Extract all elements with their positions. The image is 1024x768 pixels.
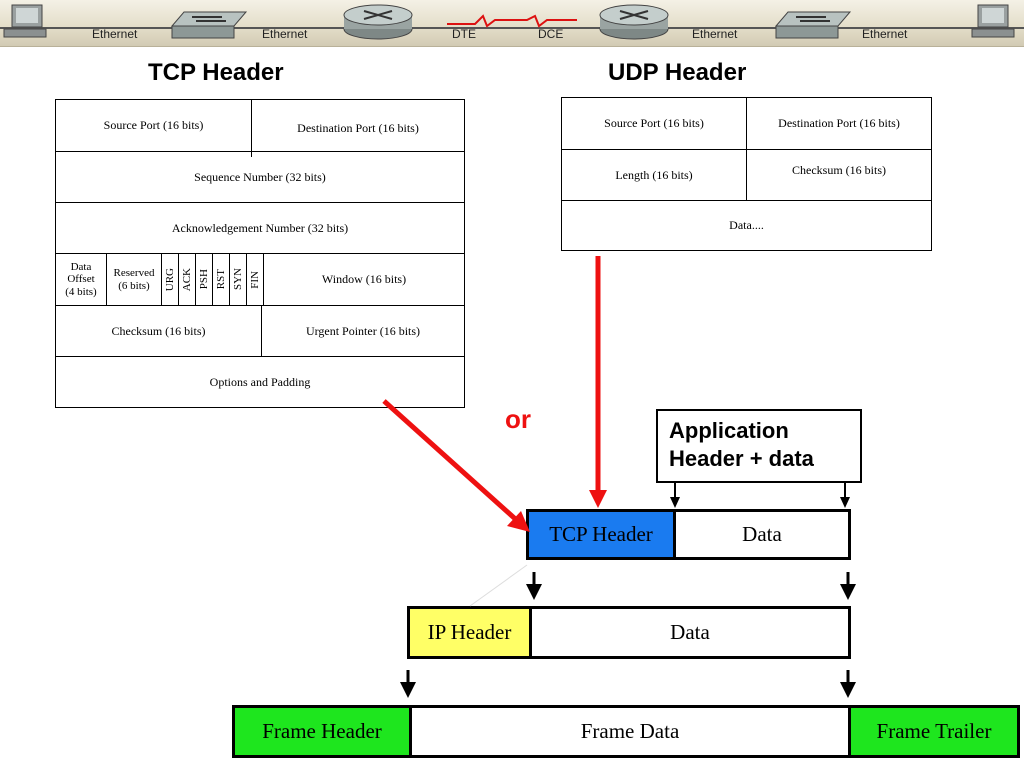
banner-link-line	[0, 27, 1024, 29]
banner-label-ethernet-3: Ethernet	[692, 27, 738, 41]
app-arrowhead-left	[670, 497, 680, 508]
application-line-2: Header + data	[669, 446, 814, 471]
tcp-header-table: Source Port (16 bits) Destination Port (…	[55, 99, 465, 408]
tcp-ack-number: Acknowledgement Number (32 bits)	[56, 202, 464, 253]
banner-label-dte: DTE	[452, 27, 476, 41]
frame-trailer-box: Frame Trailer	[848, 705, 1020, 758]
udp-source-port: Source Port (16 bits)	[604, 116, 704, 130]
application-header-box: Application Header + data	[656, 409, 862, 483]
tcp-sequence-number: Sequence Number (32 bits)	[56, 151, 464, 202]
udp-checksum: Checksum (16 bits)	[746, 149, 931, 200]
router-icon	[343, 4, 413, 40]
udp-data: Data....	[562, 200, 931, 250]
udp-length: Length (16 bits)	[562, 149, 746, 200]
packet-arrowhead-left	[400, 682, 416, 698]
tcp-flag-urg: URG	[161, 253, 178, 305]
reserved-line-1: Reserved	[113, 267, 155, 280]
computer-icon	[971, 4, 1015, 38]
router-icon	[599, 4, 669, 40]
tcp-window: Window (16 bits)	[263, 253, 464, 305]
tcp-ack-number-label: Acknowledgement Number (32 bits)	[171, 220, 349, 235]
tcp-flag-fin: FIN	[246, 253, 263, 305]
tcp-urgent-pointer: Urgent Pointer (16 bits)	[261, 305, 464, 356]
segment-arrowhead-right	[840, 584, 856, 600]
tcp-data-offset: Data Offset (4 bits)	[56, 253, 106, 305]
transport-header-box: TCP Header	[526, 509, 676, 560]
data-offset-line-2: Offset	[67, 273, 95, 286]
frame-header-box: Frame Header	[232, 705, 412, 758]
tcp-flag-ack: ACK	[178, 253, 195, 305]
banner-label-ethernet-2: Ethernet	[262, 27, 308, 41]
banner-label-ethernet-4: Ethernet	[862, 27, 908, 41]
segment-arrowhead-left	[526, 584, 542, 600]
tcp-flag-rst: RST	[212, 253, 229, 305]
udp-destination-port: Destination Port (16 bits)	[746, 98, 931, 149]
tcp-destination-port: Destination Port (16 bits)	[251, 100, 464, 157]
tcp-options-padding: Options and Padding	[56, 356, 464, 407]
udp-header-table: Source Port (16 bits) Destination Port (…	[561, 97, 932, 251]
tcp-flag-psh: PSH	[195, 253, 212, 305]
frame-data-box: Frame Data	[409, 705, 851, 758]
reserved-line-2: (6 bits)	[118, 279, 150, 292]
or-label: or	[505, 404, 531, 434]
tcp-header-title: TCP Header	[148, 59, 284, 86]
guide-line	[469, 564, 528, 607]
tcp-source-port: Source Port (16 bits)	[103, 118, 204, 132]
data-offset-line-1: Data	[70, 261, 92, 274]
application-line-1: Application	[669, 418, 789, 443]
tcp-checksum: Checksum (16 bits)	[56, 305, 261, 356]
banner-label-ethernet-1: Ethernet	[92, 27, 138, 41]
tcp-arrowhead	[507, 511, 530, 532]
switch-icon	[774, 11, 852, 39]
udp-arrowhead	[589, 490, 607, 508]
switch-icon	[170, 11, 248, 39]
packet-arrowhead-right	[840, 682, 856, 698]
network-banner: Ethernet Ethernet DTE DCE Ethernet Ether…	[0, 0, 1024, 47]
data-offset-line-3: (4 bits)	[65, 285, 97, 298]
tcp-reserved: Reserved (6 bits)	[106, 253, 161, 305]
banner-label-dce: DCE	[538, 27, 564, 41]
computer-icon	[3, 4, 47, 38]
app-arrowhead-right	[840, 497, 850, 508]
tcp-flag-syn: SYN	[229, 253, 246, 305]
ip-data-box: Data	[529, 606, 851, 659]
udp-header-title: UDP Header	[608, 59, 747, 86]
transport-data-box: Data	[673, 509, 851, 560]
serial-link-icon	[447, 14, 577, 28]
tcp-to-segment-arrow	[382, 399, 524, 527]
